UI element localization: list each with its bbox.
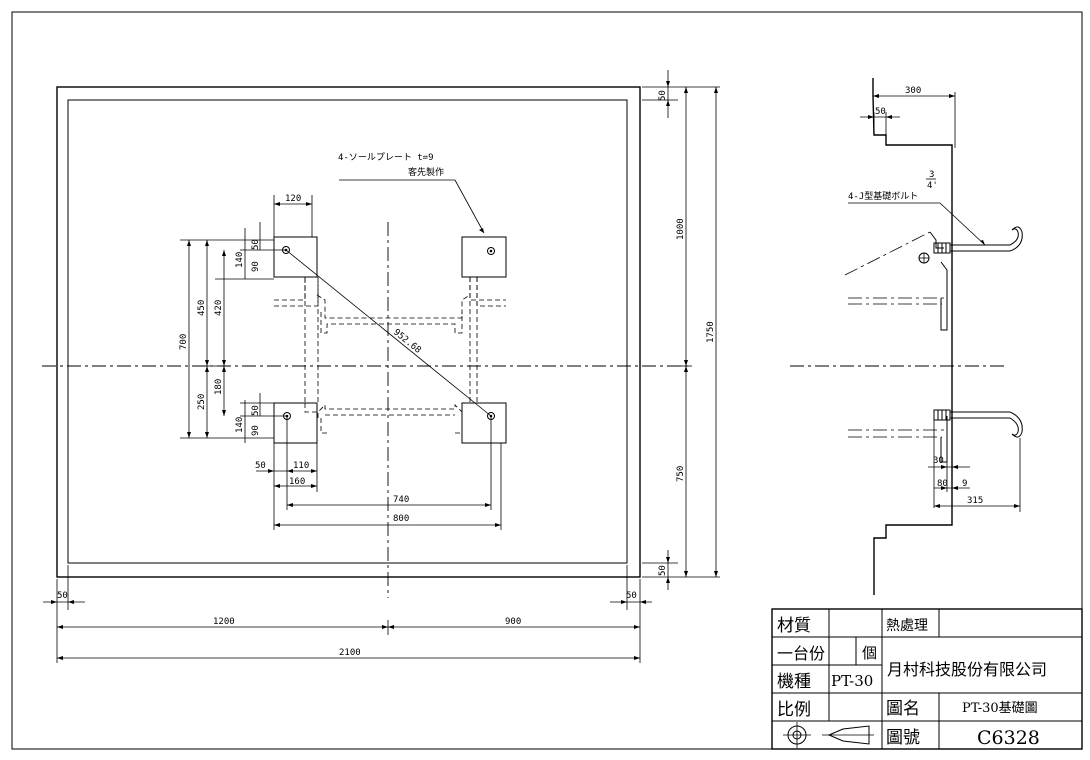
side-dim-300: 300	[905, 86, 921, 96]
scale-label: 比例	[777, 700, 811, 720]
side-section-view: 4-J型基礎ボルト 3 4' 300 50 30 80 9	[790, 78, 1023, 595]
drawing-name-label: 圖名	[886, 699, 920, 719]
note-supplier: 客先製作	[408, 166, 444, 178]
foundation-section-outline	[872, 78, 953, 595]
dim-120: 120	[285, 194, 301, 204]
drawing-number-value: C6328	[977, 727, 1040, 749]
note-sole-plate: 4-ソールプレート t=9	[338, 152, 434, 163]
side-dim-9: 9	[962, 479, 967, 489]
dim-250: 250	[197, 394, 207, 410]
dim-2100: 2100	[339, 648, 361, 658]
sheet-border	[11, 11, 1083, 750]
dim-750: 750	[676, 466, 686, 482]
material-label: 材質	[777, 616, 811, 636]
dim-50-bottom: 50	[658, 565, 668, 576]
j-bolt-bottom	[933, 409, 1023, 438]
sole-plate-tl	[273, 236, 318, 278]
drawing-name-value: PT-30基礎圖	[962, 701, 1038, 716]
machine-hidden-side	[844, 231, 945, 438]
dim-50-a: 50	[251, 239, 261, 250]
dim-740: 740	[393, 495, 409, 505]
diagonal-line	[285, 249, 492, 417]
dim-1200: 1200	[213, 617, 235, 627]
dim-50-right: 50	[626, 591, 637, 601]
dim-110: 110	[293, 461, 309, 471]
dim-800: 800	[393, 514, 409, 524]
sole-plate-tr	[461, 236, 507, 278]
sole-plate-br	[461, 402, 507, 444]
dim-900: 900	[505, 617, 521, 627]
sole-plate-bl	[273, 402, 318, 444]
dim-50-left: 50	[57, 591, 68, 601]
title-block: 材質 熱處理 一台份 個 機種 PT-30 月村科技股份有限公司 比例 圖名 P…	[771, 608, 1083, 750]
piece-label: 個	[862, 644, 877, 662]
dim-420: 420	[214, 300, 224, 316]
bolt-hole-tr	[487, 247, 495, 255]
side-dim-50: 50	[875, 107, 886, 117]
dim-90-a: 90	[251, 261, 261, 272]
machine-frame-hidden	[274, 277, 506, 434]
dim-50-top: 50	[658, 90, 668, 101]
dim-180: 180	[214, 379, 224, 395]
bolt-size-bottom: 4'	[927, 181, 938, 191]
model-label: 機種	[777, 672, 811, 692]
dim-1750: 1750	[706, 321, 716, 343]
dim-1000: 1000	[676, 218, 686, 240]
side-dim-80: 80	[937, 479, 948, 489]
dim-50-c: 50	[255, 461, 266, 471]
dim-90-b: 90	[251, 425, 261, 436]
dim-450: 450	[197, 300, 207, 316]
j-bolt-top	[933, 226, 1023, 254]
foundation-inner-outline	[67, 99, 628, 564]
bolt-size-top: 3	[929, 170, 934, 180]
bolt-note: 4-J型基礎ボルト	[848, 190, 918, 202]
dim-140-b: 140	[235, 417, 245, 433]
foundation-outline	[56, 86, 641, 578]
dim-700: 700	[179, 334, 189, 350]
dim-50-b: 50	[251, 405, 261, 416]
drawing-number-label: 圖號	[886, 728, 920, 748]
model-value: PT-30	[831, 672, 873, 690]
dim-140-a: 140	[235, 252, 245, 268]
projection-symbol-icon	[783, 722, 874, 748]
company-name: 月村科技股份有限公司	[887, 660, 1047, 679]
heat-treatment-label: 熱處理	[886, 618, 928, 634]
set-quantity-label: 一台份	[777, 644, 825, 663]
plan-view: 952.68 4-ソールプレート t=9 客先製作 50 1000 1750 7…	[42, 70, 720, 663]
dim-952: 952.68	[391, 328, 423, 356]
dim-160: 160	[289, 477, 305, 487]
side-dim-30: 30	[933, 456, 944, 466]
side-dim-315: 315	[967, 496, 983, 506]
